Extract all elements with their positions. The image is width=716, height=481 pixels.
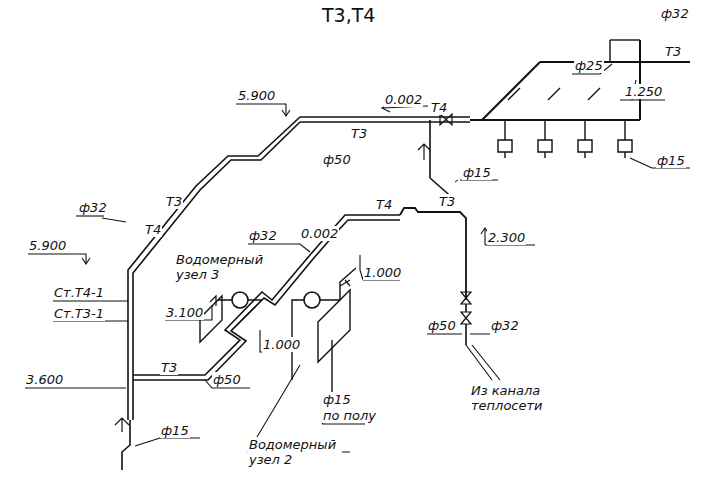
pipe-label: Т4 [375,197,393,212]
pipe-label: 0.002 [384,92,423,107]
pipe-label: 3.100 [165,305,204,320]
pipe-label: Т3 [664,44,682,59]
pipe-label: Из канала теплосети [470,383,572,413]
pipe-label: Т4 [430,100,448,115]
pipe-label: 3.600 [25,372,64,387]
pipe-label: Т3 [438,194,456,209]
pipe-label: ф15 [462,165,492,180]
pipe-label: ф32 [490,318,520,333]
pipe-label: ф32 [660,6,690,21]
pipe-label: 0.002 [300,226,339,241]
pipe-label: ф15 [656,153,686,168]
pipe-label: ф32 [78,200,108,215]
pipe-label: Водомерный узел 2 [248,437,342,467]
pipe-label: ф32 [248,228,278,243]
pipe-label: Ст.Т3-1 [53,306,105,321]
pipe-label: Т4 [144,222,162,237]
pipe-label: по полу [322,408,377,423]
pipe-label: ф50 [427,318,457,333]
pipe-label: Т3 [160,360,178,375]
pipe-label: Т3 [350,126,368,141]
pipe-label: 5.900 [237,88,276,103]
drawing-title: Т3,Т4 [320,4,377,26]
pipe-label: 1.000 [262,337,301,352]
pipe-label: 1.250 [624,84,663,99]
pipe-label: 1.000 [363,265,402,280]
pipe-label: ф50 [212,372,242,387]
pipe-label: ф15 [322,392,352,407]
pipe-label: ф15 [160,423,190,438]
pipe-label: 2.300 [487,230,526,245]
pipe-label: Ст.Т4-1 [53,285,105,300]
pipe-label: ф25 [574,58,604,73]
pipe-label: 5.900 [28,238,67,253]
pipe-label: ф50 [322,152,352,167]
pipe-label: Водомерный узел 3 [175,252,269,282]
pipe-label: Т3 [165,194,183,209]
